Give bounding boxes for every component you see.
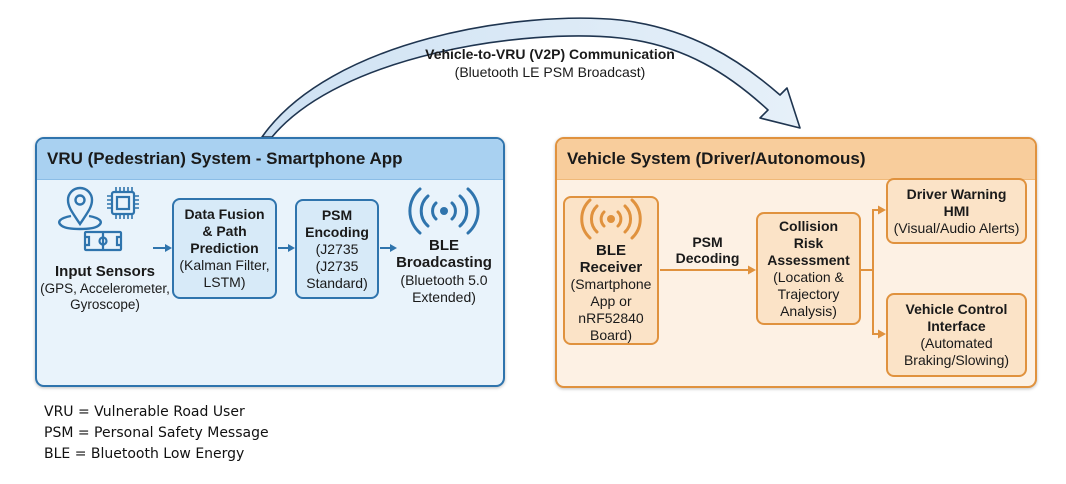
collision-risk-detail-2: Trajectory bbox=[777, 285, 840, 302]
arc-body bbox=[261, 17, 801, 138]
psm-encoding-title-1: PSM bbox=[321, 206, 353, 223]
psm-decoding-label-2: Decoding bbox=[675, 250, 740, 266]
data-fusion-title-1: Data Fusion bbox=[184, 206, 265, 222]
vehicle-control-title-2: Interface bbox=[927, 318, 986, 334]
vehicle-control-box: Vehicle Control Interface (Automated Bra… bbox=[886, 293, 1027, 377]
collision-risk-title-1: Collision bbox=[778, 217, 839, 234]
driver-warning-title-2: HMI bbox=[943, 202, 970, 219]
abbreviation-legend: VRU = Vulnerable Road User PSM = Persona… bbox=[44, 402, 269, 465]
ble-receiver-title-1: BLE bbox=[596, 242, 626, 259]
wireless-signal-icon bbox=[408, 187, 480, 235]
psm-encoding-title-2: Encoding bbox=[305, 223, 369, 240]
legend-item-psm: PSM = Personal Safety Message bbox=[44, 425, 269, 441]
vehicle-control-detail-2: Braking/Slowing) bbox=[903, 352, 1010, 368]
data-fusion-title-3: Prediction bbox=[190, 240, 259, 256]
ble-receiver-detail-1: (Smartphone bbox=[570, 276, 652, 292]
legend-item-vru: VRU = Vulnerable Road User bbox=[44, 404, 245, 420]
v2p-subtitle: (Bluetooth LE PSM Broadcast) bbox=[454, 64, 646, 80]
collision-risk-title-3: Assessment bbox=[767, 251, 850, 268]
vru-system-panel: VRU (Pedestrian) System - Smartphone App bbox=[35, 137, 505, 387]
driver-warning-title-1: Driver Warning bbox=[906, 185, 1007, 202]
psm-encoding-box: PSM Encoding (J2735 (J2735 Standard) bbox=[295, 199, 379, 299]
ble-broadcasting-title-2: Broadcasting bbox=[396, 254, 492, 271]
sensor-board-icon bbox=[83, 230, 123, 252]
legend-item-ble: BLE = Bluetooth Low Energy bbox=[44, 446, 245, 462]
vehicle-panel-title: Vehicle System (Driver/Autonomous) bbox=[557, 139, 1035, 180]
psm-encoding-detail-1: (J2735 bbox=[315, 240, 359, 257]
location-pin-icon bbox=[58, 186, 102, 231]
input-sensors-detail-1: (GPS, Accelerometer, bbox=[40, 281, 170, 296]
ble-receiver-detail-3: nRF52840 bbox=[578, 310, 644, 326]
ble-broadcasting-detail-2: Extended) bbox=[412, 289, 476, 305]
collision-risk-detail-1: (Location & bbox=[773, 268, 844, 285]
ble-broadcasting-detail-1: (Bluetooth 5.0 bbox=[400, 272, 488, 288]
psm-encoding-detail-2: (J2735 bbox=[315, 257, 359, 274]
ble-broadcasting-title-1: BLE bbox=[429, 237, 459, 254]
vehicle-control-title-1: Vehicle Control bbox=[905, 301, 1008, 317]
v2p-title: Vehicle-to-VRU (V2P) Communication bbox=[425, 46, 675, 62]
input-sensors-title: Input Sensors bbox=[54, 263, 155, 280]
collision-risk-title-2: Risk bbox=[793, 234, 824, 251]
vru-panel-title: VRU (Pedestrian) System - Smartphone App bbox=[37, 139, 503, 180]
ble-receiver-box: BLE Receiver (Smartphone App or nRF52840… bbox=[563, 196, 659, 345]
driver-warning-detail-1: (Visual/Audio Alerts) bbox=[893, 219, 1020, 236]
ble-receiver-detail-2: App or bbox=[590, 293, 632, 309]
driver-warning-box: Driver Warning HMI (Visual/Audio Alerts) bbox=[886, 178, 1027, 244]
data-fusion-box: Data Fusion & Path Prediction (Kalman Fi… bbox=[172, 198, 277, 299]
ble-receiver-title-2: Receiver bbox=[579, 259, 643, 276]
data-fusion-detail-1: (Kalman Filter, bbox=[179, 257, 270, 273]
data-fusion-detail-2: LSTM) bbox=[203, 274, 246, 290]
wireless-signal-icon bbox=[580, 198, 642, 240]
collision-risk-detail-3: Analysis) bbox=[780, 302, 837, 319]
psm-decoding-label-1: PSM bbox=[692, 234, 723, 250]
chip-icon bbox=[107, 187, 139, 219]
ble-receiver-detail-4: Board) bbox=[589, 327, 633, 343]
arrow-collision-branch bbox=[861, 209, 880, 335]
psm-encoding-detail-3: Standard) bbox=[306, 274, 368, 291]
collision-risk-box: Collision Risk Assessment (Location & Tr… bbox=[756, 212, 861, 325]
data-fusion-title-2: & Path bbox=[202, 223, 247, 239]
vehicle-control-detail-1: (Automated bbox=[920, 335, 993, 351]
input-sensors-detail-2: Gyroscope) bbox=[70, 297, 140, 312]
